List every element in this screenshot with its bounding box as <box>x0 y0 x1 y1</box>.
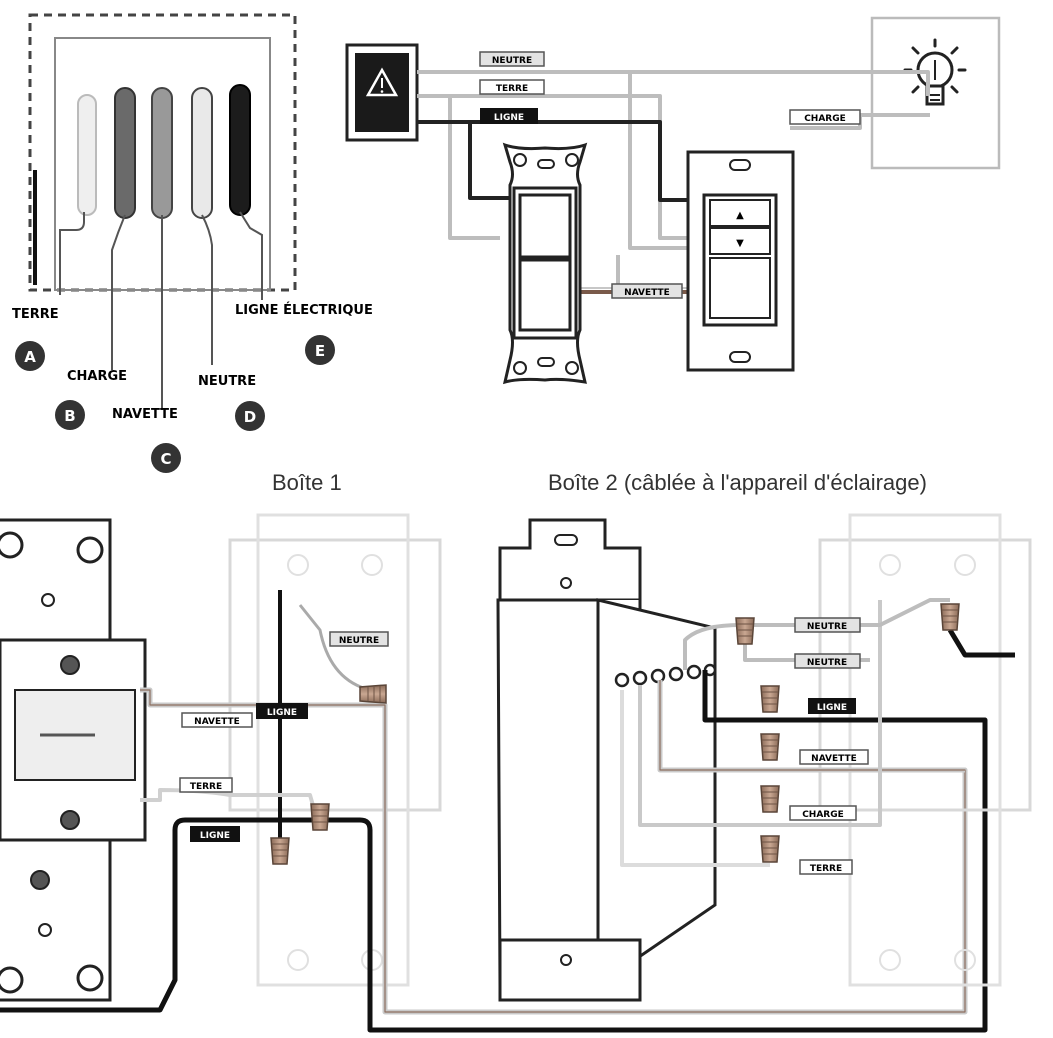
svg-text:LIGNE: LIGNE <box>200 831 230 841</box>
outlet <box>0 518 147 1002</box>
legend-wire-ligne <box>229 84 263 300</box>
tag-box2-ligne: LIGNE <box>808 698 856 714</box>
svg-text:TERRE: TERRE <box>496 84 528 94</box>
tag-box1-terre: TERRE <box>179 777 233 793</box>
svg-text:E: E <box>315 342 325 360</box>
svg-text:NEUTRE: NEUTRE <box>339 636 379 646</box>
box1-wire-nut <box>310 803 330 831</box>
box2-wire-nut <box>760 733 780 761</box>
dimmer-switch: ▲ ▼ <box>686 150 795 372</box>
light-fixture-box <box>870 16 1001 170</box>
box1: NEUTRE NAVETTE LIGNE TERRE LIGNE <box>0 513 988 1033</box>
svg-text:LIGNE: LIGNE <box>817 703 847 713</box>
svg-text:CHARGE: CHARGE <box>804 114 846 124</box>
box2-charge-wire <box>638 600 882 827</box>
tag-box2-neutre-1: NEUTRE <box>794 617 861 633</box>
svg-text:NEUTRE: NEUTRE <box>492 56 532 66</box>
wire-legend: TERRE CHARGE NAVETTE NEUTRE LIGNE ÉLECTR… <box>12 13 373 473</box>
tag-box1-ligne-top: LIGNE <box>256 703 308 719</box>
panel-box <box>345 43 419 142</box>
svg-text:B: B <box>64 407 75 425</box>
legend-wire-terre <box>59 94 97 295</box>
svg-text:C: C <box>160 450 171 468</box>
box1-wire-nut <box>270 837 290 865</box>
tag-top-neutre: NEUTRE <box>479 51 545 67</box>
badge-c: C <box>151 443 181 473</box>
badge-b: B <box>55 400 85 430</box>
svg-text:NAVETTE: NAVETTE <box>624 288 670 298</box>
box2-ligne-wire <box>702 670 985 723</box>
standard-switch <box>502 142 588 385</box>
legend-ligne-electrique-label: LIGNE ÉLECTRIQUE <box>235 302 373 318</box>
tag-top-charge: CHARGE <box>789 109 861 125</box>
legend-terre-label: TERRE <box>12 307 59 322</box>
tag-top-terre: TERRE <box>479 79 545 95</box>
svg-text:NAVETTE: NAVETTE <box>194 717 240 727</box>
legend-wire-neutre <box>191 87 213 365</box>
svg-text:NEUTRE: NEUTRE <box>807 622 847 632</box>
dimmer-up-icon: ▲ <box>736 210 744 221</box>
legend-wire-navette <box>151 87 173 410</box>
top-neutre-wire <box>417 70 688 250</box>
top-terre-wire <box>417 94 500 240</box>
box2-wire-nut <box>760 785 780 813</box>
svg-text:NEUTRE: NEUTRE <box>807 658 847 668</box>
svg-text:TERRE: TERRE <box>810 864 842 874</box>
box2-switch-module <box>496 518 717 1002</box>
dimmer-down-icon: ▼ <box>736 238 744 249</box>
svg-text:LIGNE: LIGNE <box>267 708 297 718</box>
badge-e: E <box>305 335 335 365</box>
box2-title: Boîte 2 (câblée à l'appareil d'éclairage… <box>548 470 927 495</box>
svg-text:NAVETTE: NAVETTE <box>811 754 857 764</box>
top-ligne-wire <box>417 120 690 202</box>
svg-text:CHARGE: CHARGE <box>802 810 844 820</box>
box2-wire-nut <box>735 617 755 645</box>
svg-text:LIGNE: LIGNE <box>494 113 524 123</box>
box1-ligne-bottom-wire <box>0 717 988 1033</box>
tag-top-ligne: LIGNE <box>480 108 538 124</box>
tag-box2-neutre-2: NEUTRE <box>794 653 861 669</box>
box2-terre-wire <box>620 690 770 867</box>
box1-wire-nut <box>359 684 387 704</box>
tag-top-navette: NAVETTE <box>611 283 683 299</box>
box2-wire-nut <box>760 835 780 863</box>
svg-text:D: D <box>244 408 256 426</box>
tag-box1-neutre: NEUTRE <box>329 631 389 647</box>
legend-neutre-label: NEUTRE <box>198 374 256 389</box>
box2: NEUTRE NEUTRE LIGNE NAVETTE CHARGE TERRE <box>496 513 1032 1002</box>
badge-a: A <box>15 341 45 371</box>
tag-box2-terre: TERRE <box>799 859 853 875</box>
svg-text:A: A <box>24 348 36 366</box>
box2-wire-nut <box>940 603 960 631</box>
tag-box1-ligne-bottom: LIGNE <box>190 826 240 842</box>
top-schematic: ▲ ▼ NEUTRE TERRE LIGNE CHARGE NAVETTE <box>345 16 1001 385</box>
legend-wire-charge <box>111 87 136 370</box>
tag-box2-navette: NAVETTE <box>799 749 869 765</box>
badge-d: D <box>235 401 265 431</box>
box1-neutre-wire <box>298 604 371 692</box>
tag-box1-navette: NAVETTE <box>181 712 253 728</box>
warning-icon <box>365 67 399 97</box>
box2-wire-nut <box>760 685 780 713</box>
legend-charge-label: CHARGE <box>67 369 127 384</box>
svg-text:TERRE: TERRE <box>190 782 222 792</box>
legend-navette-label: NAVETTE <box>112 407 178 422</box>
tag-box2-charge: CHARGE <box>789 805 857 821</box>
box1-title: Boîte 1 <box>272 470 342 495</box>
